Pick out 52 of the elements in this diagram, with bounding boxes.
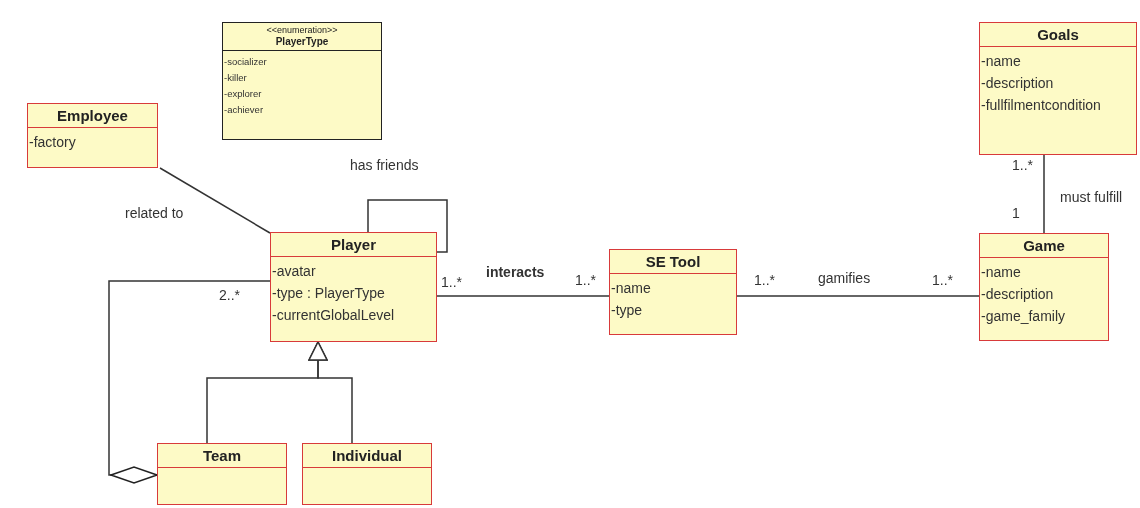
enum-literal: -explorer (223, 87, 262, 101)
class-name: Employee (56, 106, 129, 126)
attribute-text: -type : PlayerType (271, 284, 385, 303)
association-line (159, 167, 271, 234)
attribute-text: -description (980, 74, 1054, 93)
attribute-text: -currentGlobalLevel (271, 306, 395, 325)
attribute-text: -name (980, 263, 1021, 282)
attribute-text: -fullfilmentcondition (980, 96, 1101, 115)
enumeration-box (222, 22, 382, 140)
class-name: PlayerType (274, 35, 330, 47)
association-line (1043, 154, 1045, 234)
edge-label: interacts (486, 264, 545, 280)
attribute-text: -avatar (271, 262, 316, 281)
multiplicity-label: 1..* (575, 272, 596, 288)
class-name: Goals (1036, 25, 1080, 45)
enum-literal: -achiever (223, 103, 264, 117)
class-name: SE Tool (644, 252, 702, 272)
edge-label: gamifies (818, 270, 871, 286)
class-box (27, 103, 158, 168)
class-box (302, 443, 432, 505)
multiplicity-label: 1..* (754, 272, 775, 288)
multiplicity-label: 1..* (441, 274, 462, 290)
class-name: Player (329, 235, 377, 255)
multiplicity-label: 2..* (219, 287, 240, 303)
class-box (270, 232, 437, 342)
association-line (436, 295, 610, 297)
attribute-text: -game_family (980, 307, 1066, 326)
class-box (157, 443, 287, 505)
class-name: Individual (331, 446, 403, 466)
multiplicity-label: 1..* (932, 272, 953, 288)
attribute-text: -description (980, 285, 1054, 304)
stereotype-label: <<enumeration>> (265, 24, 339, 35)
edge-label: related to (125, 205, 184, 221)
attribute-text: -name (980, 52, 1021, 71)
enum-literal: -killer (223, 71, 247, 85)
class-box (979, 22, 1137, 155)
association-line (736, 295, 980, 297)
enum-literal: -socializer (223, 55, 267, 69)
attribute-text: -type (610, 301, 643, 320)
association-line (367, 199, 448, 253)
generalization-arrow (308, 341, 353, 444)
class-box (979, 233, 1109, 341)
class-box (609, 249, 737, 335)
aggregation-line (108, 280, 271, 484)
edge-label: has friends (350, 157, 419, 173)
edge-label: must fulfill (1060, 189, 1123, 205)
class-name: Team (201, 446, 243, 466)
multiplicity-label: 1..* (1012, 157, 1033, 173)
attribute-text: -factory (28, 133, 76, 152)
multiplicity-label: 1 (1012, 205, 1020, 221)
attribute-text: -name (610, 279, 651, 298)
class-name: Game (1022, 236, 1066, 256)
